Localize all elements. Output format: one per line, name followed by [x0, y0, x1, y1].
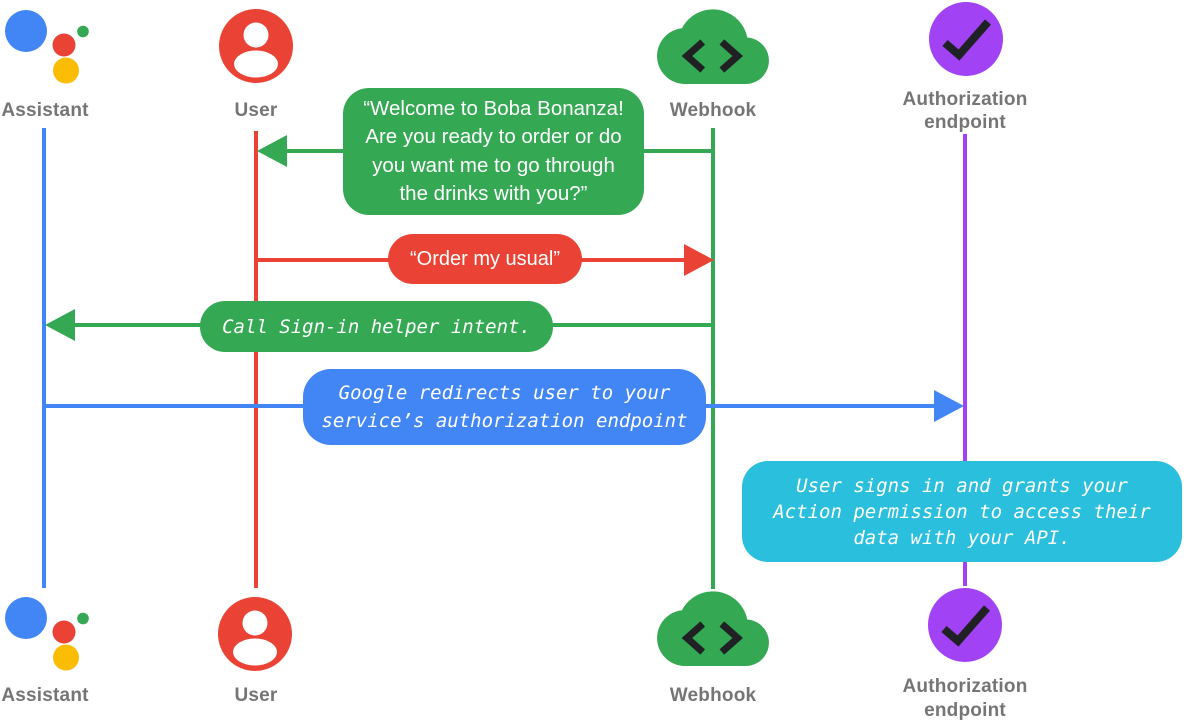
actor-label-webhook: Webhook — [669, 100, 757, 121]
message-line: User signs in and grants your — [796, 474, 1128, 497]
google-assistant-icon — [2, 9, 92, 92]
webhook-cloud-icon — [657, 590, 769, 671]
user-icon — [218, 8, 294, 89]
actor-label-line: Authorization — [902, 676, 1028, 697]
arrowhead-right-icon — [684, 244, 714, 276]
assistant-lifeline — [42, 128, 46, 588]
actor-label-line: Authorization — [902, 89, 1028, 110]
message-line: you want me to go through — [372, 153, 615, 177]
order-message-box: “Order my usual” — [388, 234, 582, 284]
arrowhead-left-icon — [45, 309, 75, 341]
message-line: service’s authorization endpoint — [321, 410, 688, 432]
arrowhead-right-icon — [934, 390, 964, 422]
redirect-message-box: Google redirects user to your service’s … — [303, 369, 706, 445]
authorization-lifeline — [963, 134, 967, 586]
webhook-cloud-icon — [657, 8, 769, 89]
message-line: Action permission to access their — [773, 500, 1151, 523]
message-line: Call Sign-in helper intent. — [222, 315, 531, 338]
actor-label-line: endpoint — [924, 111, 1006, 133]
actor-label-assistant: Assistant — [1, 100, 89, 121]
message-line: “Order my usual” — [409, 247, 561, 270]
message-line: “Welcome to Boba Bonanza! — [363, 96, 624, 120]
signin-intent-box: Call Sign-in helper intent. — [200, 301, 553, 352]
authorization-check-icon — [927, 587, 1003, 668]
arrowhead-left-icon — [257, 135, 287, 167]
message-line: Are you ready to order or do — [365, 125, 622, 148]
google-assistant-icon — [2, 596, 92, 679]
grants-note-box: User signs in and grants your Action per… — [742, 461, 1182, 562]
message-line: the drinks with you?” — [399, 182, 588, 205]
message-line: Google redirects user to your — [338, 382, 671, 404]
actor-label-assistant: Assistant — [1, 685, 89, 706]
actor-label-user: User — [234, 685, 278, 706]
actor-label-user: User — [234, 100, 278, 121]
webhook-lifeline — [711, 128, 715, 589]
user-lifeline — [254, 131, 258, 588]
authorization-check-icon — [928, 1, 1004, 82]
message-line: data with your API. — [853, 526, 1071, 549]
actor-label-authorization: Authorization endpoint — [895, 675, 1035, 720]
welcome-message-box: “Welcome to Boba Bonanza! Are you ready … — [343, 88, 644, 215]
user-icon — [217, 596, 293, 677]
actor-label-line: endpoint — [924, 699, 1006, 720]
actor-label-webhook: Webhook — [669, 685, 757, 706]
actor-label-authorization: Authorization endpoint — [895, 89, 1035, 134]
